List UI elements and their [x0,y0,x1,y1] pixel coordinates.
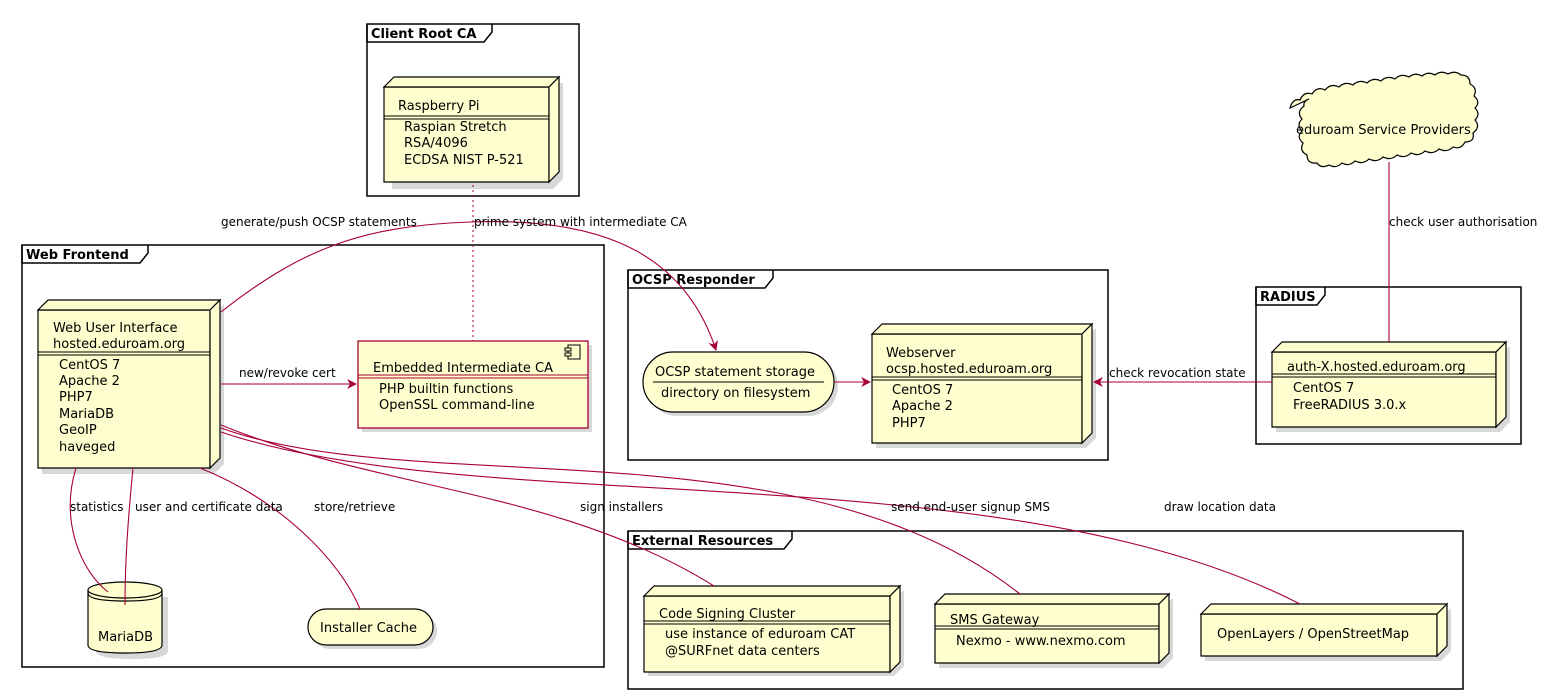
node-code-signing-cluster: Code Signing Cluster use instance of edu… [642,584,904,676]
node-line: directory on filesystem [661,386,810,401]
node-line: PHP builtin functions [379,382,513,397]
node-line: ECDSA NIST P-521 [404,153,524,168]
edge-generate-push [220,221,718,351]
node-line: CentOS 7 [59,358,120,373]
node-title: eduroam Service Providers [1296,123,1471,138]
node-line: CentOS 7 [1293,381,1354,396]
node-line: GeoIP [59,423,97,438]
node-auth-x: auth-X.hosted.eduroam.org CentOS 7 FreeR… [1270,340,1510,432]
node-line: Apache 2 [59,374,120,389]
cloud-eduroam-service-providers: eduroam Service Providers [1289,71,1479,168]
edge-statistics [69,467,109,593]
node-title: SMS Gateway [950,613,1040,628]
node-title: MariaDB [98,630,153,645]
package-title: Client Root CA [371,27,476,42]
edge-label-generate-push: generate/push OCSP statements [221,215,417,229]
node-title: OpenLayers / OpenStreetMap [1217,627,1409,642]
component-icon [564,344,581,360]
node-title: Web User Interface [53,321,177,336]
edge-label-draw-location: draw location data [1164,500,1276,514]
node-title: Embedded Intermediate CA [373,361,553,376]
edge-user-cert-data [124,467,134,606]
node-title: hosted.eduroam.org [53,337,185,352]
node-line: Raspian Stretch [404,120,507,135]
edge-label-check-user-auth: check user authorisation [1389,215,1537,229]
edge-labels: generate/push OCSP statements prime syst… [70,215,1537,514]
package-title: RADIUS [1260,290,1316,305]
edge-store-retrieve [199,467,361,610]
node-line: CentOS 7 [892,383,953,398]
edge-send-sms [220,427,1021,595]
node-line: @SURFnet data centers [665,644,820,659]
edge-label-user-cert-data: user and certificate data [135,500,283,514]
node-line: MariaDB [59,407,114,422]
edge-label-check-revocation: check revocation state [1109,366,1246,380]
edge-sign-installers [220,424,715,587]
node-title: Installer Cache [320,621,417,636]
storage-installer-cache: Installer Cache [307,608,437,649]
edge-label-statistics: statistics [70,500,124,514]
edge-draw-location [220,431,1301,605]
package-title: Web Frontend [26,248,129,263]
node-title: Webserver [886,346,956,361]
edge-label-new-revoke: new/revoke cert [239,366,336,380]
node-line: PHP7 [59,390,93,405]
node-line: FreeRADIUS 3.0.x [1293,398,1407,413]
package-title: External Resources [632,534,773,549]
node-title: auth-X.hosted.eduroam.org [1287,360,1466,375]
storage-ocsp-statement: OCSP statement storage directory on file… [642,351,838,416]
database-mariadb: MariaDB [87,581,168,659]
node-openlayers: OpenLayers / OpenStreetMap [1199,602,1451,661]
node-line: OpenSSL command-line [379,398,535,413]
node-webserver: Webserver ocsp.hosted.eduroam.org CentOS… [870,322,1096,448]
edge-label-store-retrieve: store/retrieve [314,500,395,514]
node-title: Raspberry Pi [398,99,479,114]
edge-label-send-sms: send end-user signup SMS [891,500,1050,514]
edge-label-prime-system: prime system with intermediate CA [474,215,688,229]
node-sms-gateway: SMS Gateway Nexmo - www.nexmo.com [933,592,1173,668]
edges [69,162,1390,610]
node-line: PHP7 [892,416,926,431]
node-title: Code Signing Cluster [659,607,796,622]
node-title: OCSP statement storage [655,365,815,380]
edge-label-sign-installers: sign installers [580,500,663,514]
node-raspberry-pi: Raspberry Pi Raspian Stretch RSA/4096 EC… [382,75,563,189]
node-line: use instance of eduroam CAT [665,627,855,642]
node-title: ocsp.hosted.eduroam.org [886,362,1052,377]
node-line: Apache 2 [892,399,953,414]
package-title: OCSP Responder [632,273,755,288]
component-embedded-intermediate-ca: Embedded Intermediate CA PHP builtin fun… [357,340,592,432]
node-line: haveged [59,440,115,455]
node-line: RSA/4096 [404,136,468,151]
node-line: Nexmo - www.nexmo.com [956,634,1126,649]
node-web-user-interface: Web User Interface hosted.eduroam.org Ce… [36,298,224,474]
